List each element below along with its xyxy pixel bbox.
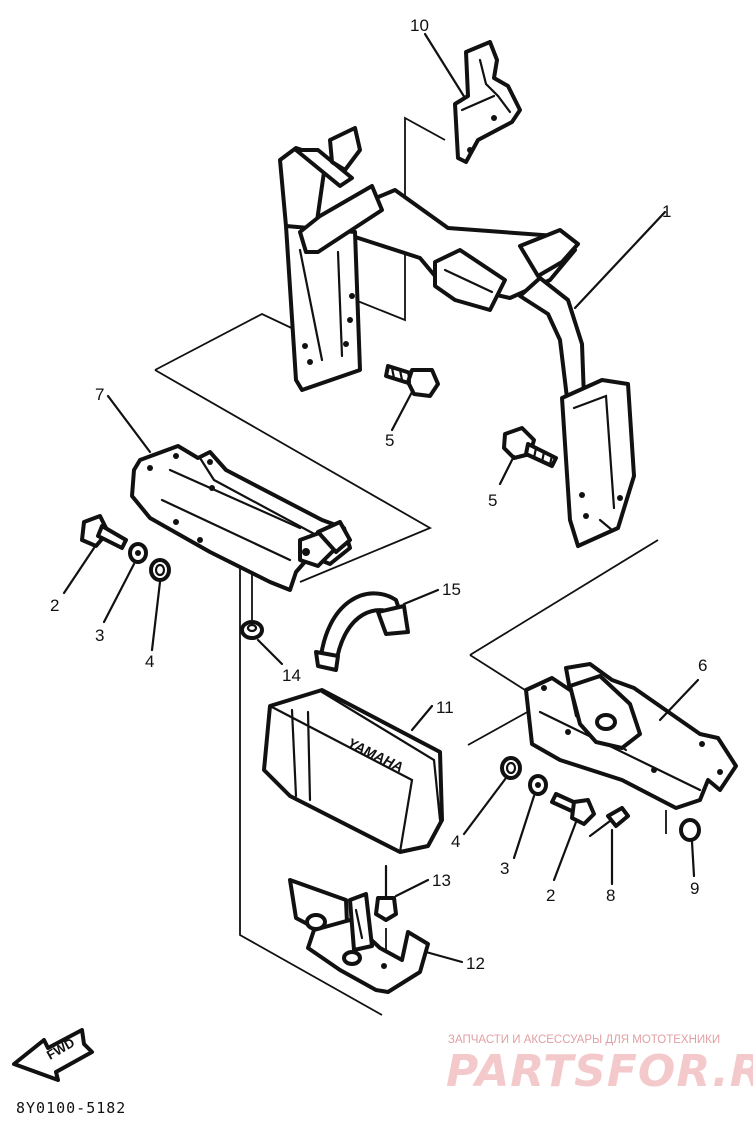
callout-3-right: 3: [500, 859, 509, 878]
callout-5-upper: 5: [385, 431, 394, 450]
part-4-collar-right: [500, 756, 522, 780]
part-7-left-bracket: [130, 444, 352, 592]
callout-10: 10: [410, 16, 429, 35]
part-11-box: YAMAHA: [262, 688, 444, 854]
part-2-bolt-left: [80, 514, 128, 550]
part-5-bolt-lower: [502, 426, 558, 468]
callout-15: 15: [442, 580, 461, 599]
callout-13: 13: [432, 871, 451, 890]
part-8-pin: [588, 806, 630, 838]
fwd-arrow-icon: FWD: [12, 1028, 94, 1082]
part-4-collar-left: [149, 558, 171, 582]
callout-11: 11: [436, 698, 454, 717]
watermark: ЗАПЧАСТИ И АКСЕССУАРЫ ДЛЯ МОТОТЕХНИКИ PA…: [446, 1034, 753, 1097]
part-6-right-bracket: [524, 662, 738, 810]
part-3-washer-right: [528, 774, 548, 796]
callout-numbers: 10 1 7 5 5 2 3 4 14 15 11 6 4 3 2 8 9 13…: [50, 16, 707, 973]
watermark-brand: PARTSFOR.RU: [446, 1046, 753, 1097]
part-13-pin: [374, 864, 398, 922]
callout-4-right: 4: [451, 832, 460, 851]
callout-8: 8: [606, 886, 615, 905]
watermark-tagline: ЗАПЧАСТИ И АКСЕССУАРЫ ДЛЯ МОТОТЕХНИКИ: [448, 1034, 720, 1046]
callout-2-left: 2: [50, 596, 59, 615]
part-5-bolt-upper: [384, 364, 440, 398]
leader-lines: [62, 32, 700, 964]
part-14-grommet: [240, 620, 264, 640]
callout-14: 14: [282, 666, 301, 685]
callout-4-left: 4: [145, 652, 154, 671]
callout-3-left: 3: [95, 626, 104, 645]
callout-5-lower: 5: [488, 491, 497, 510]
callout-2-right: 2: [546, 886, 555, 905]
drawing-code: 8Y0100-5182: [16, 1099, 126, 1117]
part-3-washer-left: [128, 542, 148, 564]
part-15-strap: [314, 591, 410, 672]
part-10-bracket: [453, 40, 522, 164]
part-2-bolt-right: [550, 792, 596, 826]
part-12-bottom-bracket: [288, 878, 430, 994]
callout-7: 7: [95, 385, 104, 404]
callout-1: 1: [662, 202, 671, 221]
callout-12: 12: [466, 954, 485, 973]
part-9-washer: [679, 818, 701, 842]
callout-6: 6: [698, 656, 707, 675]
part-1-main-frame: [278, 126, 636, 548]
callout-9: 9: [690, 879, 699, 898]
